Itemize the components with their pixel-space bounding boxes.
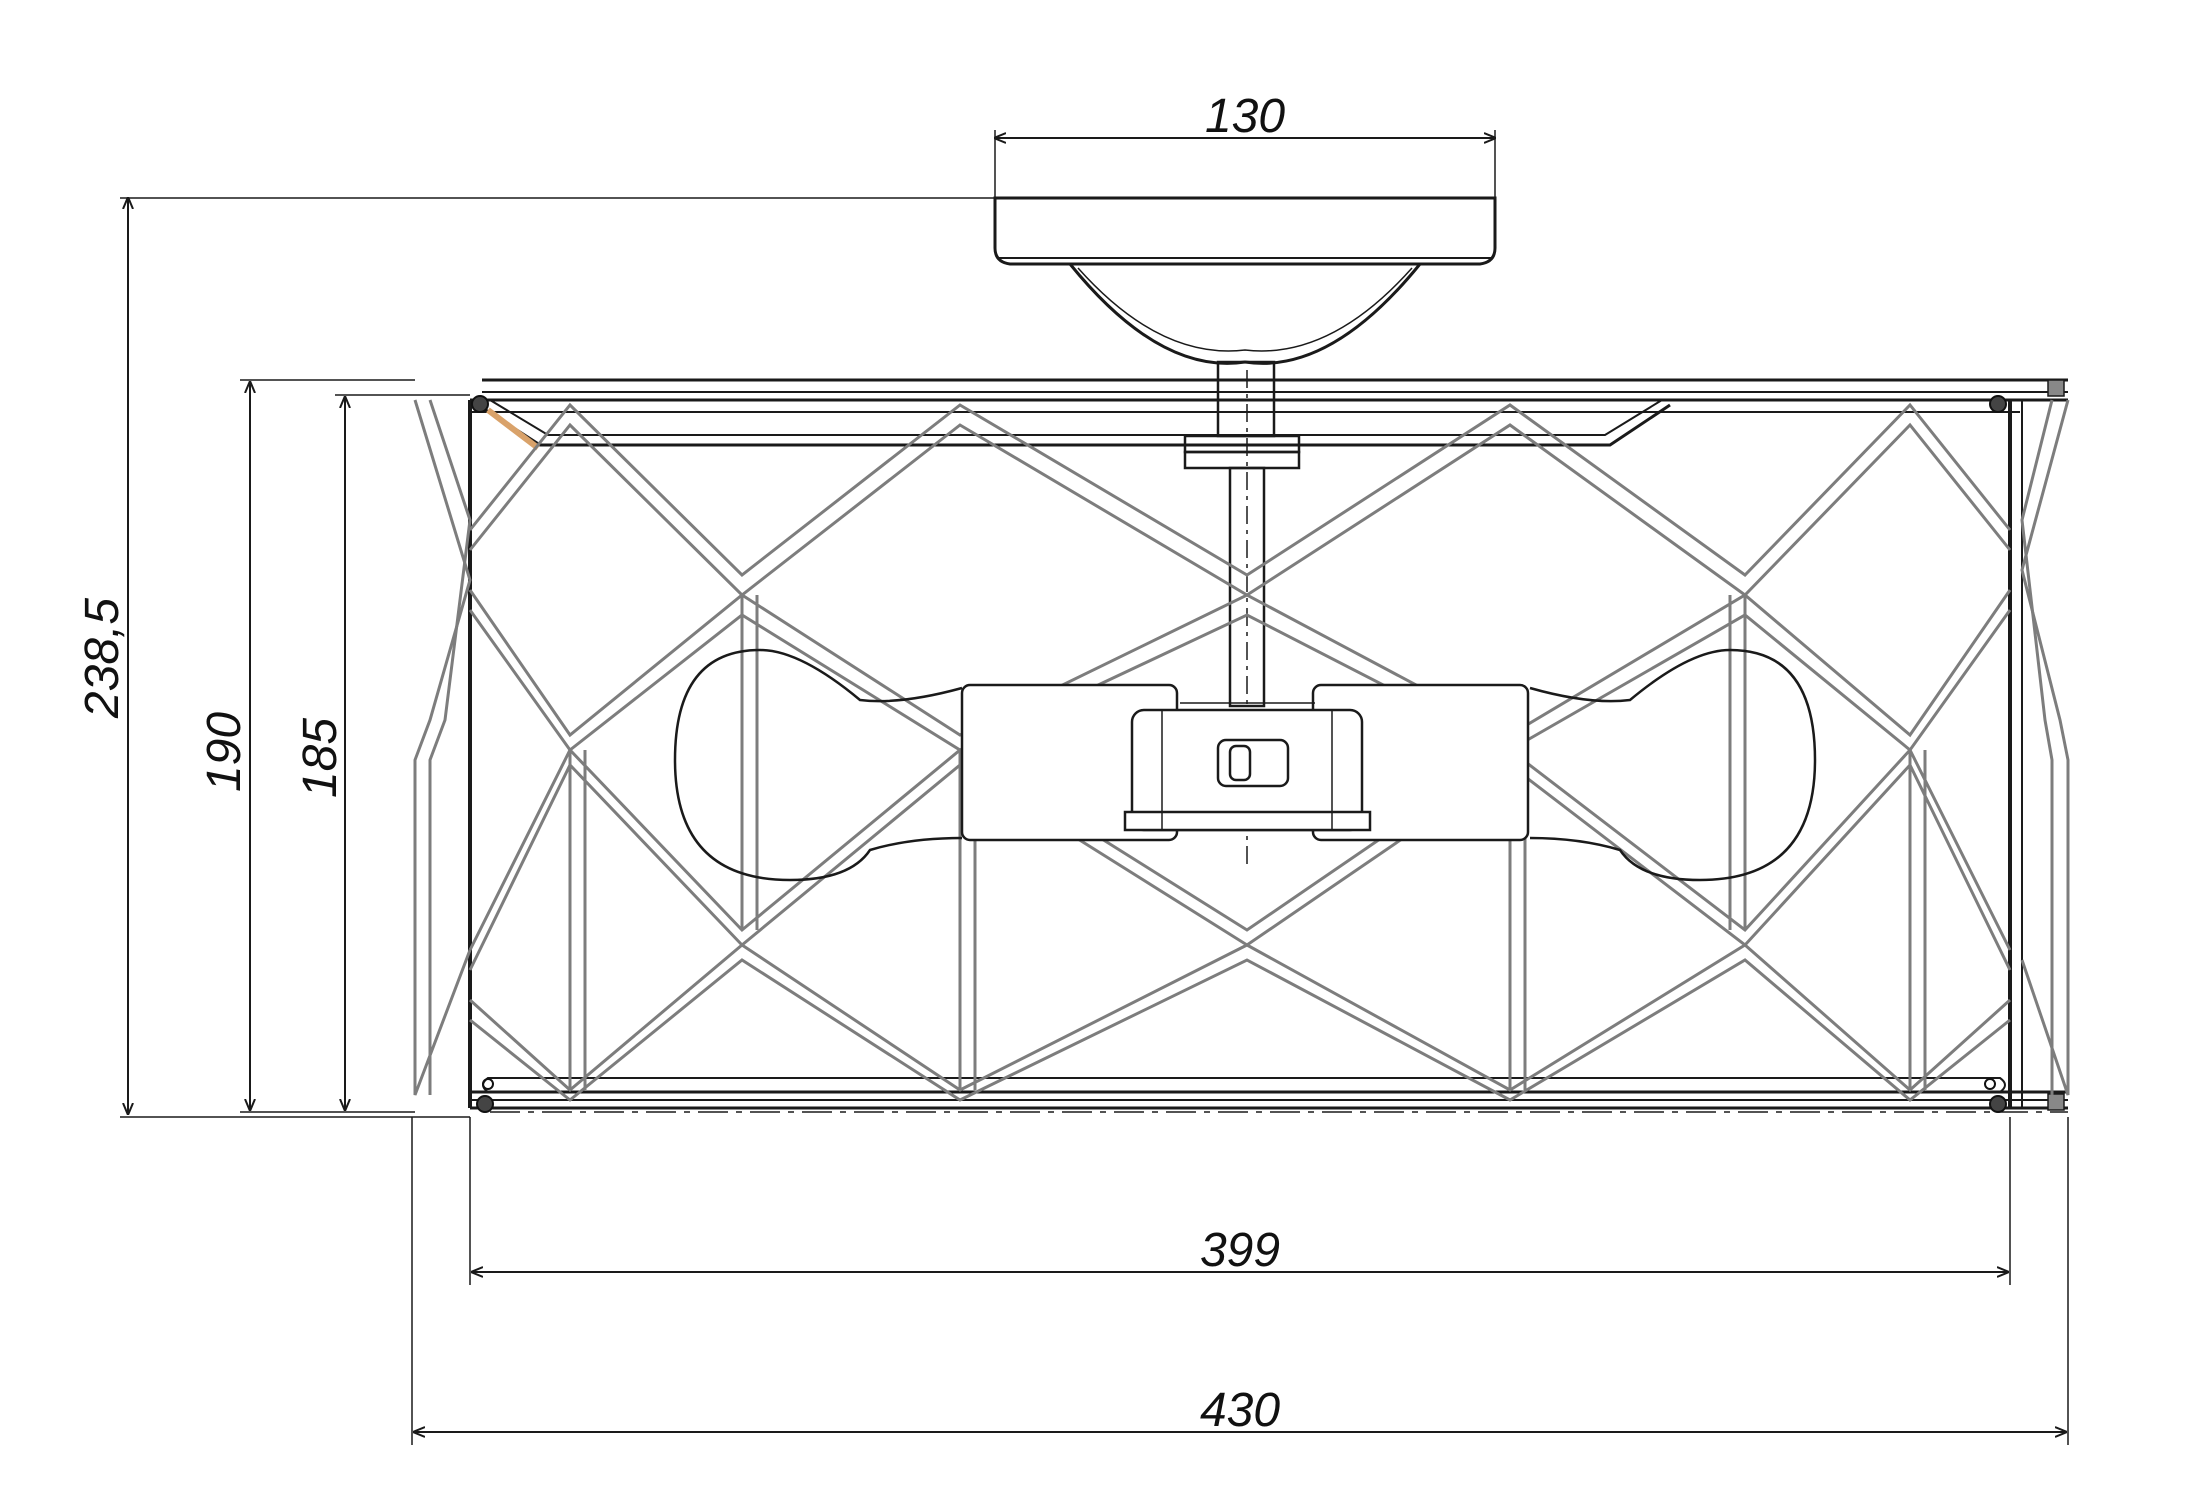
dim-label-outer-height: 190	[198, 712, 251, 792]
dim-label-total-height: 238,5	[76, 598, 129, 719]
dim-label-inner-width: 399	[1200, 1224, 1280, 1277]
canopy	[993, 196, 1497, 365]
corner-rivets	[471, 395, 2007, 1113]
dim-label-inner-height: 185	[294, 718, 347, 798]
bulb-right-icon	[1529, 648, 1817, 882]
bulb-left-icon	[673, 648, 963, 882]
bulbs	[673, 648, 1817, 882]
dim-label-outer-width: 430	[1200, 1384, 1280, 1437]
dim-label-canopy: 130	[1205, 90, 1285, 143]
dimension-lines	[128, 138, 2066, 1432]
socket-assembly	[960, 683, 1530, 842]
